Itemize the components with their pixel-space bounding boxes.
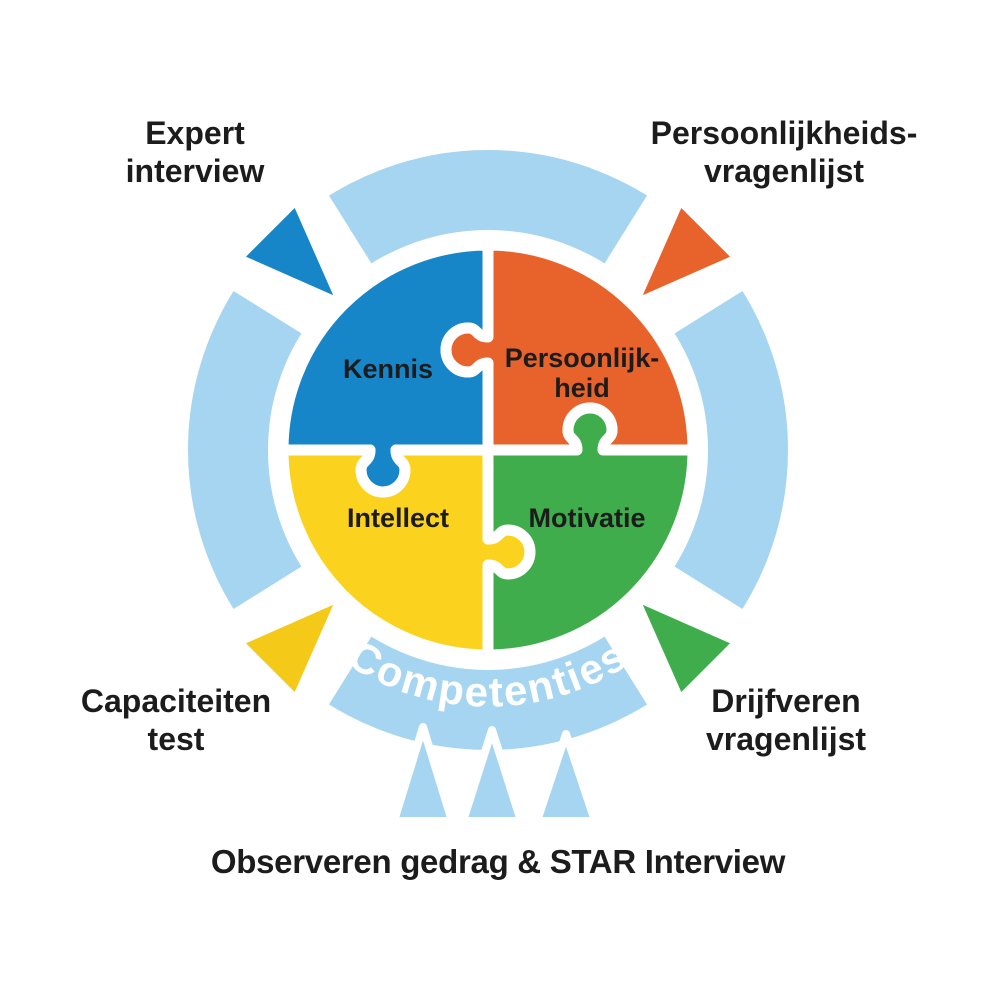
label-capaciteiten-test: Capaciteiten test xyxy=(80,683,272,757)
label-persoonlijkheids-vragenlijst: Persoonlijkheids- vragenlijst xyxy=(650,115,918,189)
arrow-capaciteiten-test-icon xyxy=(235,593,345,703)
arrows xyxy=(235,197,741,703)
observation-triangles xyxy=(390,723,599,825)
triangle-up-icon xyxy=(390,723,456,825)
arrow-expert-interview-icon xyxy=(235,197,345,307)
puzzle-piece-motivatie xyxy=(482,402,699,661)
label-drijfveren-vragenlijst: Drijfveren vragenlijst xyxy=(705,683,867,757)
piece-label-motivatie: Motivatie xyxy=(528,503,645,533)
label-observeren-gedrag-star-interview: Observeren gedrag & STAR Interview xyxy=(210,843,786,880)
triangle-up-icon xyxy=(533,730,599,825)
piece-label-persoonlijkheid-line1: Persoonlijk- xyxy=(505,343,660,373)
piece-label-intellect: Intellect xyxy=(347,503,449,533)
outer-ring xyxy=(188,150,788,750)
piece-label-persoonlijkheid-line2: heid xyxy=(554,373,610,403)
piece-label-kennis: Kennis xyxy=(343,354,433,384)
triangle-up-icon xyxy=(459,726,525,825)
arrow-persoonlijkheids-vragenlijst-icon xyxy=(631,197,741,307)
arrow-drijfveren-vragenlijst-icon xyxy=(631,593,741,703)
puzzle-circle xyxy=(277,239,699,661)
label-expert-interview: Expert interview xyxy=(125,115,265,189)
